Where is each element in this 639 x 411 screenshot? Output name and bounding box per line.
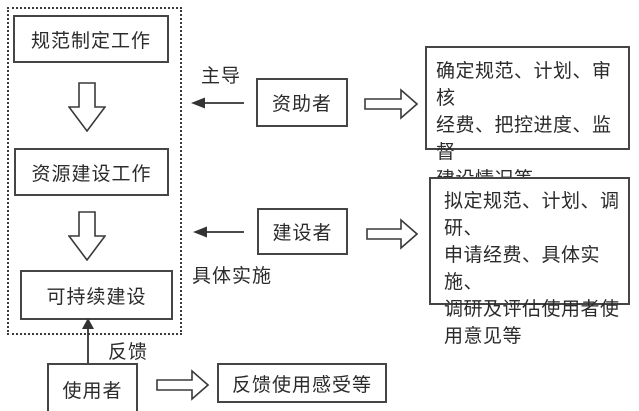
down-block-arrow-icon [68, 211, 106, 261]
builder-duties-box: 拟定规范、计划、调研、 申请经费、具体实施、 调研及评估使用者使 用意见等 [429, 177, 630, 347]
funder-box: 资助者 [256, 78, 348, 127]
user-relation-label: 反馈 [108, 342, 149, 363]
down-block-arrow-icon [68, 82, 106, 132]
left-arrow-icon [191, 97, 244, 109]
funder-duties-box: 确定规范、计划、审核 经费、把控进度、监督 建设情况等 [425, 46, 630, 190]
user-box: 使用者 [47, 363, 138, 411]
workflow-step-sustain-box: 可持续建设 [20, 270, 173, 320]
up-arrow-icon [82, 318, 94, 363]
funder-relation-label: 主导 [201, 66, 242, 87]
user-duties-box: 反馈使用感受等 [217, 363, 387, 403]
workflow-dashed-frame [7, 7, 182, 335]
workflow-step-spec-box: 规范制定工作 [13, 15, 169, 63]
builder-relation-label: 具体实施 [192, 266, 273, 287]
right-block-arrow-icon [366, 218, 418, 250]
right-block-arrow-icon [156, 369, 209, 401]
workflow-step-resource-box: 资源建设工作 [14, 148, 169, 196]
left-arrow-icon [193, 226, 244, 238]
right-block-arrow-icon [364, 88, 418, 120]
builder-box: 建设者 [257, 208, 348, 255]
